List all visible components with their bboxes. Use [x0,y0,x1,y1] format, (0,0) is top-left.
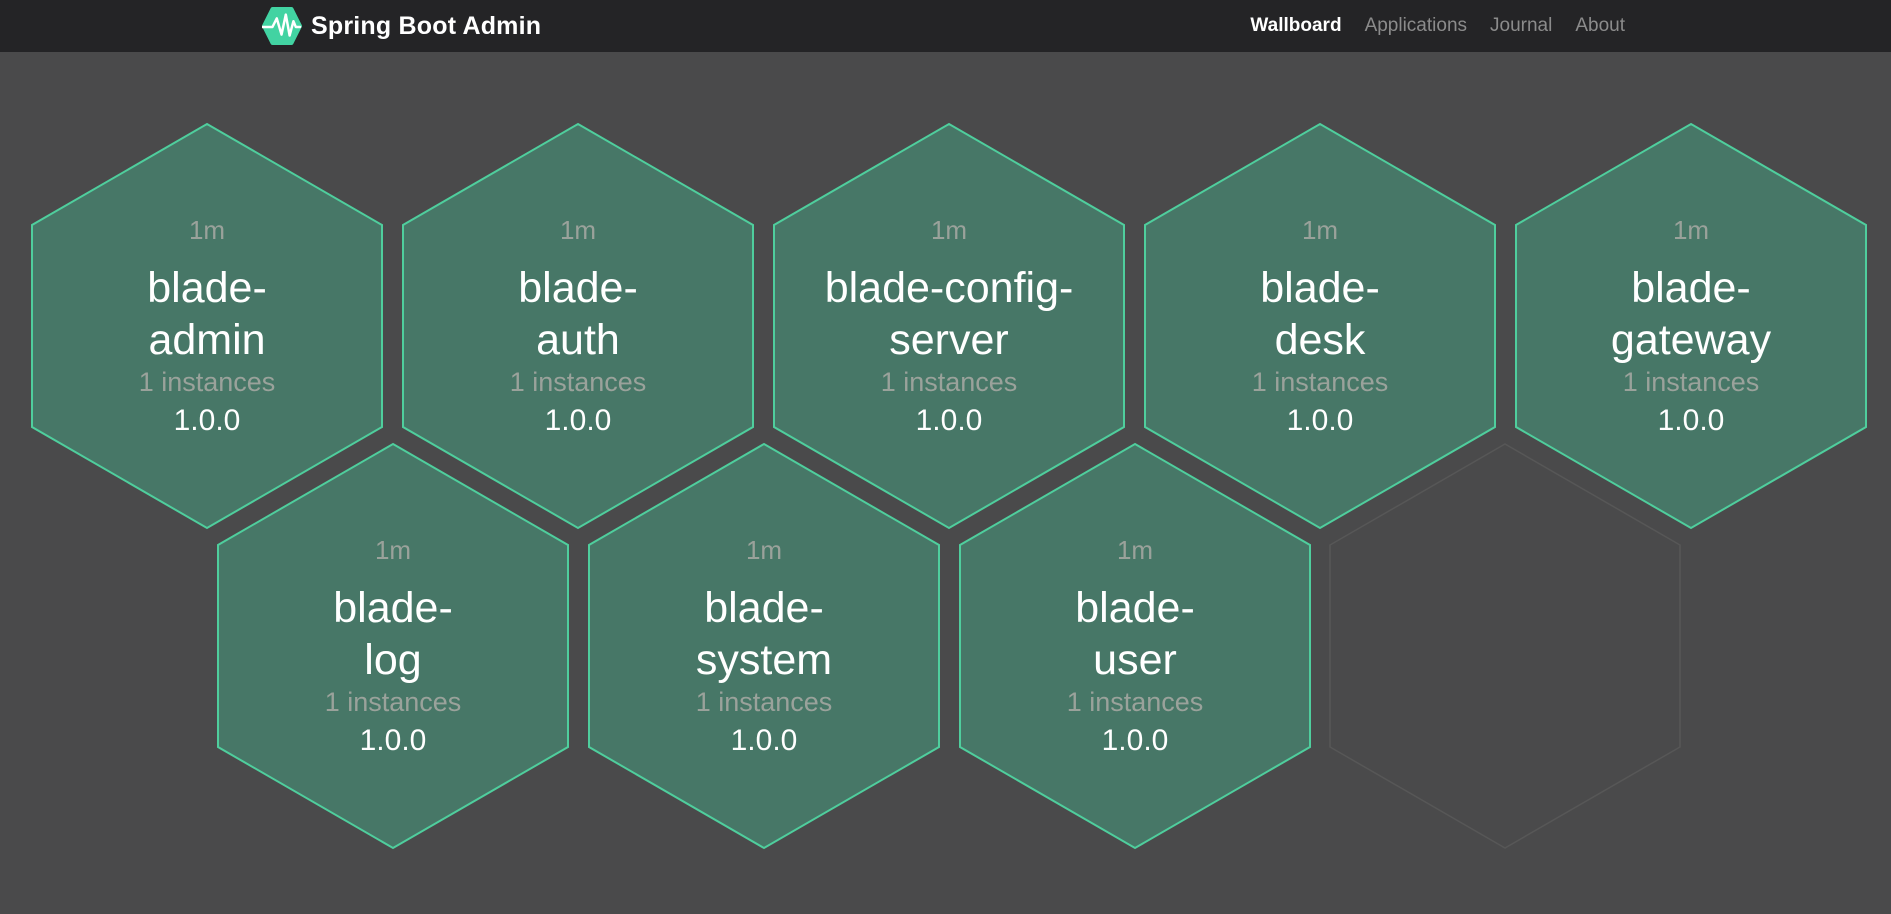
app-uptime: 1m [188,214,226,245]
app-hexagon-blade-desk[interactable]: 1m blade-desk 1 instances 1.0.0 [1143,122,1497,530]
app-version: 1.0.0 [1101,723,1169,757]
app-name: blade-gateway [1610,263,1772,364]
app-name: blade-desk [1260,263,1380,364]
hexagon-shape [959,442,1311,850]
app-uptime: 1m [1672,214,1710,245]
nav-item-wallboard[interactable]: Wallboard [1250,15,1342,36]
app-version: 1.0.0 [359,723,427,757]
app-name: blade-auth [518,263,638,364]
app-instances: 1 instances [1066,686,1204,717]
app-instances: 1 instances [324,686,462,717]
hexagon-shape [402,122,754,530]
hexagon-shape [773,122,1125,530]
hexagon-shape [217,442,569,850]
app-uptime: 1m [1116,534,1154,565]
app-uptime: 1m [1301,214,1339,245]
app-version: 1.0.0 [1657,403,1725,437]
hexagon-pulse-icon [262,5,302,47]
app-name: blade-admin [147,263,267,364]
app-version: 1.0.0 [173,403,241,437]
app-hexagon-blade-system[interactable]: 1m blade-system 1 instances 1.0.0 [587,442,941,850]
app-uptime: 1m [745,534,783,565]
top-navbar: Spring Boot Admin Wallboard Applications… [0,0,1891,52]
nav-item-journal[interactable]: Journal [1490,15,1553,36]
placeholder-hexagon [1328,442,1682,850]
app-hexagon-blade-user[interactable]: 1m blade-user 1 instances 1.0.0 [958,442,1312,850]
app-uptime: 1m [374,534,412,565]
app-hexagon-blade-config-server[interactable]: 1m blade-config-server 1 instances 1.0.0 [772,122,1126,530]
hexagon-shape [31,122,383,530]
hexagon-shape [1515,122,1867,530]
hexagon-outline-shape [1329,443,1681,849]
app-version: 1.0.0 [730,723,798,757]
app-instances: 1 instances [695,686,833,717]
app-version: 1.0.0 [915,403,983,437]
main-nav: Wallboard Applications Journal About [1250,0,1625,52]
app-hexagon-blade-auth[interactable]: 1m blade-auth 1 instances 1.0.0 [401,122,755,530]
nav-item-about[interactable]: About [1575,15,1625,36]
app-uptime: 1m [930,214,968,245]
app-name: blade-config-server [824,263,1074,364]
app-version: 1.0.0 [544,403,612,437]
app-instances: 1 instances [880,366,1018,397]
app-hexagon-blade-log[interactable]: 1m blade-log 1 instances 1.0.0 [216,442,570,850]
app-hexagon-blade-gateway[interactable]: 1m blade-gateway 1 instances 1.0.0 [1514,122,1868,530]
brand-title: Spring Boot Admin [311,11,542,40]
app-name: blade-user [1075,583,1195,684]
wallboard: 1m blade-admin 1 instances 1.0.0 1m blad… [0,52,1891,914]
app-name: blade-log [333,583,453,684]
brand-link[interactable]: Spring Boot Admin [262,0,541,52]
hexagon-shape [1144,122,1496,530]
app-instances: 1 instances [1251,366,1389,397]
app-instances: 1 instances [1622,366,1760,397]
app-instances: 1 instances [509,366,647,397]
app-instances: 1 instances [138,366,276,397]
app-version: 1.0.0 [1286,403,1354,437]
nav-item-applications[interactable]: Applications [1364,15,1468,36]
hexagon-shape [588,442,940,850]
app-uptime: 1m [559,214,597,245]
app-hexagon-blade-admin[interactable]: 1m blade-admin 1 instances 1.0.0 [30,122,384,530]
app-name: blade-system [695,583,833,684]
